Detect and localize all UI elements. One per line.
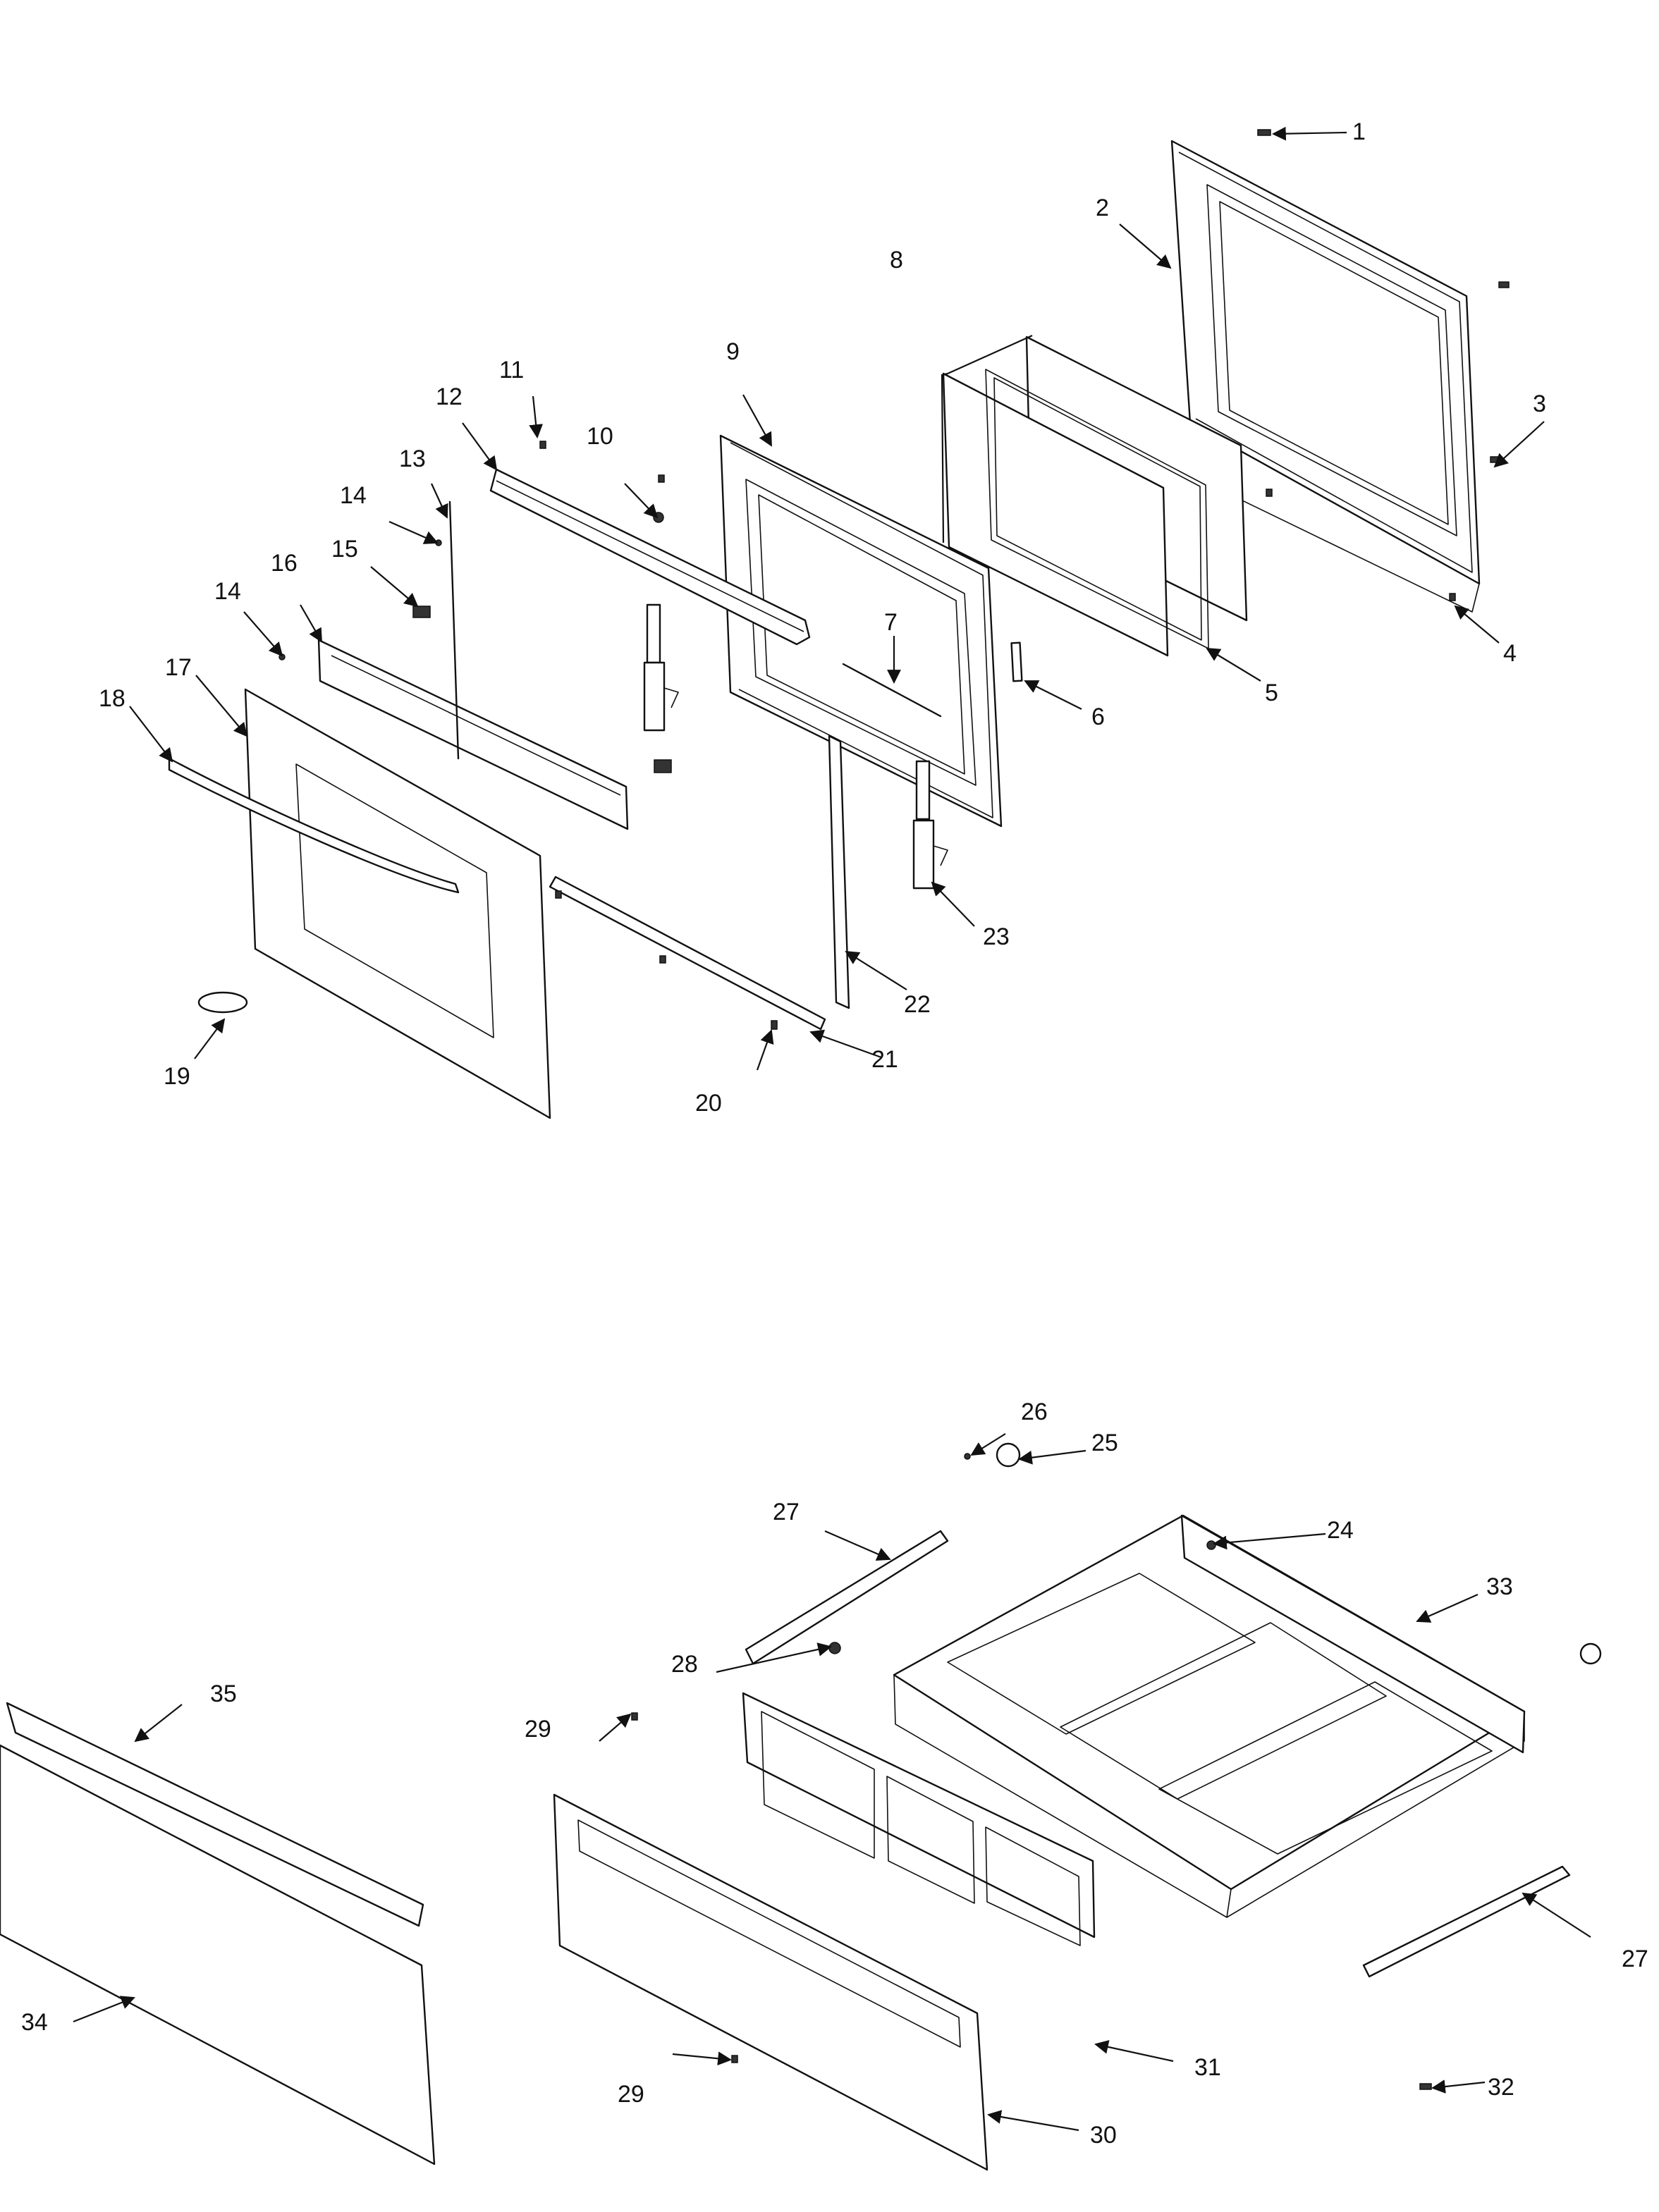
- oven-door-assembly: [129, 126, 1545, 1119]
- callout-1: 1: [1352, 118, 1366, 145]
- drawer-frame-part-31: [742, 1692, 1096, 1946]
- callout-25: 25: [1091, 1430, 1118, 1456]
- callout-11: 11: [499, 357, 524, 383]
- callout-28: 28: [671, 1651, 698, 1678]
- drawer-assembly: [0, 1433, 1602, 2171]
- callout-30: 30: [1090, 2122, 1117, 2149]
- callout-34: 34: [21, 2009, 48, 2036]
- callout-26: 26: [1021, 1399, 1048, 1425]
- leader-lines-lower: [73, 1433, 1591, 2132]
- callout-19: 19: [164, 1063, 190, 1090]
- callout-20: 20: [695, 1090, 722, 1117]
- vent-trim-part-16: [317, 639, 629, 830]
- callout-4: 4: [1503, 640, 1517, 667]
- callout-16: 16: [271, 550, 298, 577]
- callout-12: 12: [436, 383, 463, 410]
- callout-2: 2: [1096, 195, 1109, 221]
- bottom-trim-part-21: [549, 875, 826, 1031]
- callout-3: 3: [1533, 391, 1546, 417]
- side-channel-part-22: [828, 735, 850, 1009]
- callout-33: 33: [1486, 1573, 1513, 1600]
- callout-24: 24: [1327, 1517, 1354, 1544]
- drawer-slide-part-27-upper: [745, 1530, 949, 1665]
- callout-18: 18: [99, 685, 126, 712]
- callout-14a: 14: [340, 482, 367, 509]
- callout-17: 17: [165, 654, 192, 681]
- callout-23: 23: [983, 923, 1010, 950]
- drawer-trim-part-35: [6, 1702, 424, 1927]
- callout-15: 15: [331, 536, 358, 563]
- callout-5: 5: [1265, 680, 1278, 706]
- callout-31: 31: [1194, 2054, 1221, 2081]
- callout-8: 8: [890, 247, 903, 274]
- bracket-part-6: [1010, 641, 1023, 682]
- callout-27b: 27: [1622, 1946, 1648, 1972]
- callout-29b: 29: [618, 2081, 644, 2108]
- drawer-front-part-30: [553, 1793, 988, 2171]
- callout-21: 21: [871, 1046, 898, 1073]
- callout-27a: 27: [773, 1499, 800, 1525]
- brand-badge-part-19: [197, 991, 248, 1014]
- drawer-panel-part-34: [0, 1744, 436, 2165]
- drawer-slide-part-27-lower: [1362, 1865, 1571, 1978]
- strip-part-7: [842, 663, 942, 718]
- vent-channel-part-12: [489, 468, 811, 646]
- outer-door-part-17: [244, 688, 551, 1119]
- callout-labels: 1 2 3 4 5 6 7 8 9 10 11 12 13 14 15 16 1…: [21, 118, 1648, 2149]
- hinge-left: [643, 603, 679, 732]
- callout-10: 10: [587, 423, 613, 450]
- drawer-box-part-33: [893, 1514, 1526, 1918]
- callout-32: 32: [1488, 2074, 1514, 2101]
- hinge-part-23: [912, 760, 948, 890]
- callout-7: 7: [884, 609, 898, 636]
- callout-13: 13: [399, 446, 426, 472]
- callout-35: 35: [210, 1680, 237, 1707]
- side-rod-part-13: [448, 500, 460, 760]
- callout-14b: 14: [214, 578, 241, 605]
- callout-6: 6: [1091, 703, 1105, 730]
- door-handle-part-18: [168, 757, 460, 894]
- leader-lines-upper: [129, 126, 1545, 1071]
- door-glass-part-8: [942, 336, 1248, 657]
- callout-22: 22: [904, 991, 931, 1018]
- callout-29a: 29: [525, 1716, 551, 1743]
- callout-9: 9: [726, 338, 740, 365]
